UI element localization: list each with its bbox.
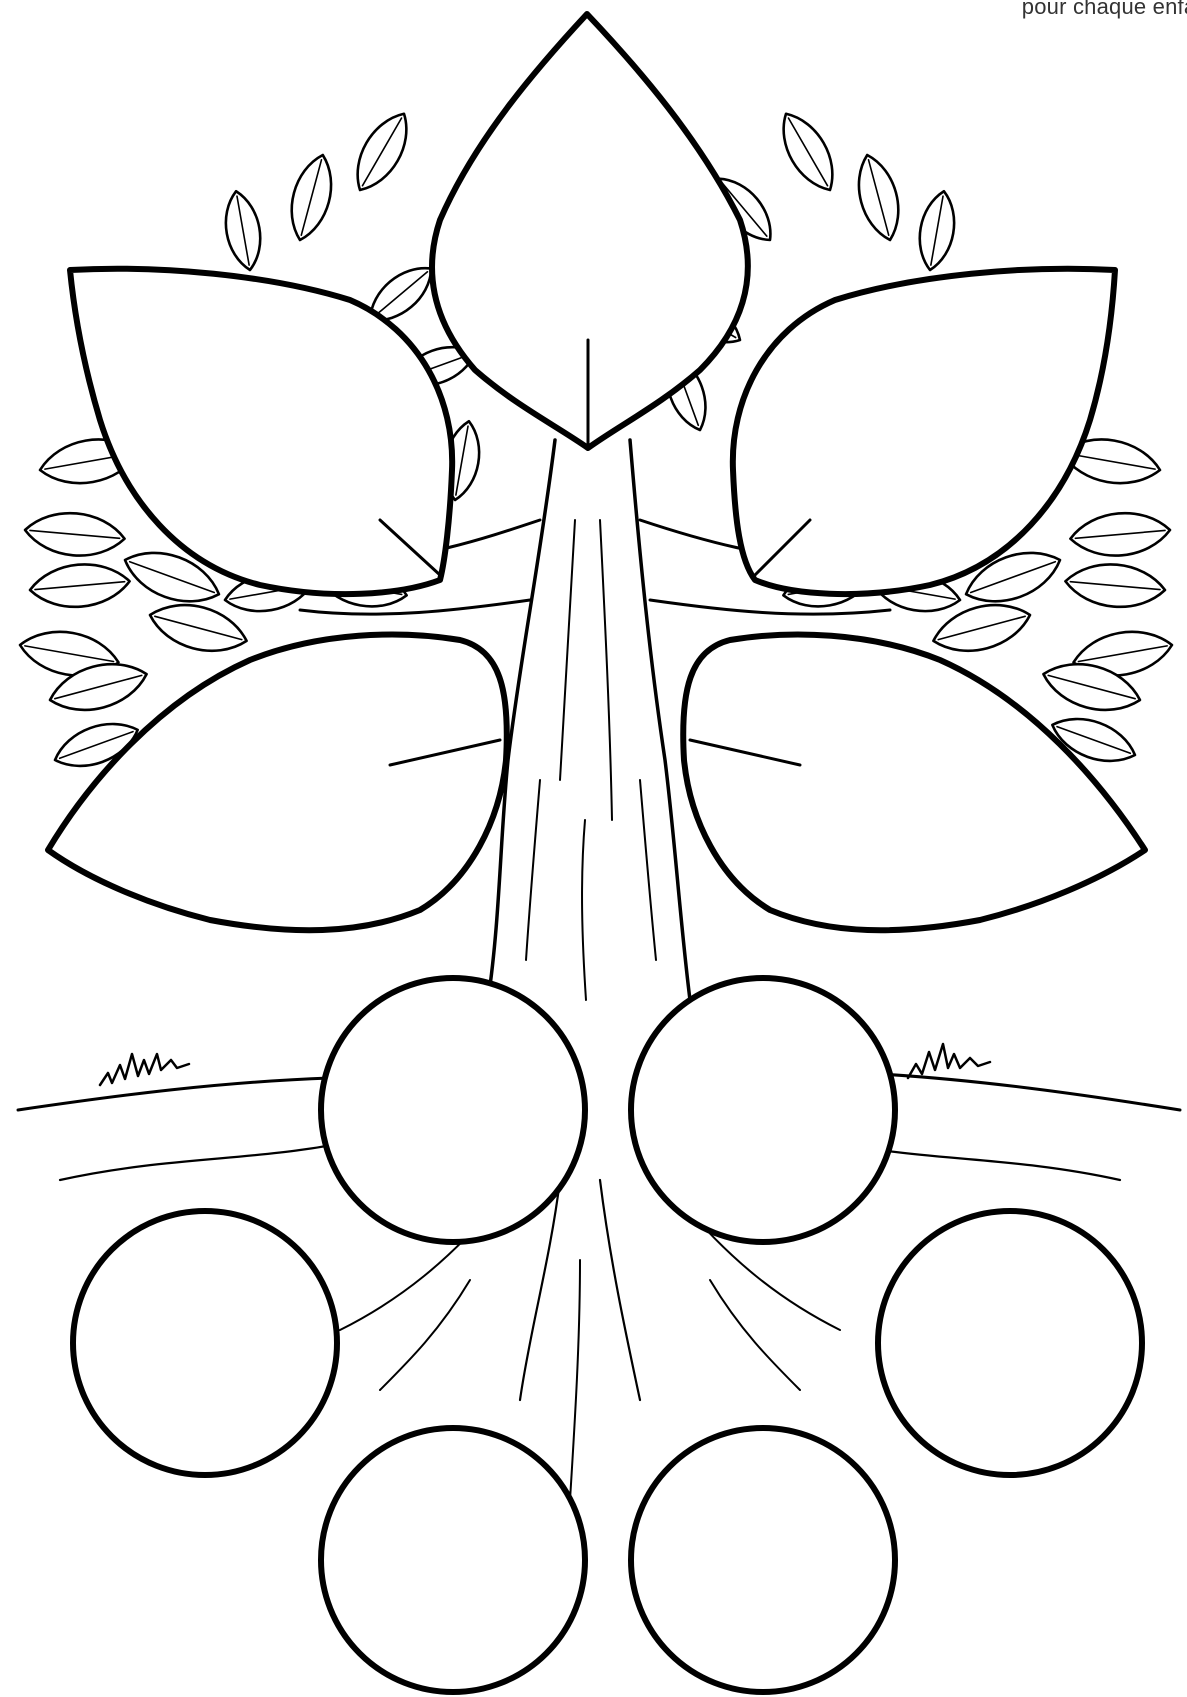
circle-6[interactable] [631, 1428, 895, 1692]
circle-2[interactable] [631, 978, 895, 1242]
ground-line [18, 1044, 1180, 1110]
leaf-upper-right[interactable] [733, 269, 1115, 594]
circle-3[interactable] [73, 1211, 337, 1475]
leaf-slots [48, 14, 1145, 930]
circle-1[interactable] [321, 978, 585, 1242]
circle-5[interactable] [321, 1428, 585, 1692]
circle-4[interactable] [878, 1211, 1142, 1475]
